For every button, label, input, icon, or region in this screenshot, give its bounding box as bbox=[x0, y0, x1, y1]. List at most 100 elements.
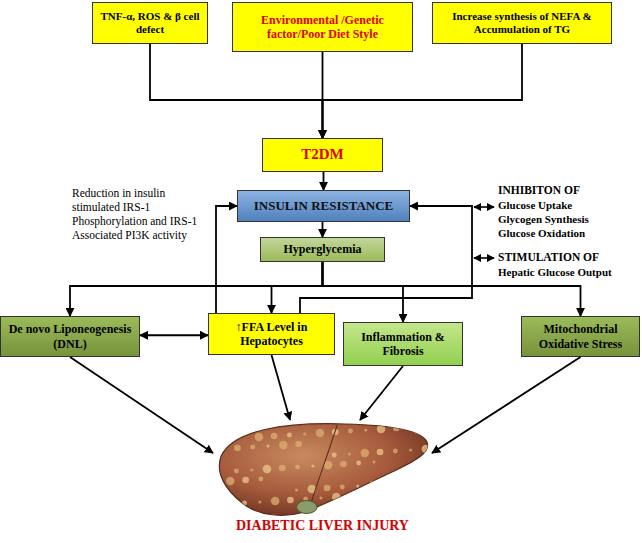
fat-droplet bbox=[409, 425, 414, 430]
fat-droplet bbox=[369, 481, 378, 489]
fat-droplet bbox=[348, 453, 351, 456]
cause-box: TNF-α, ROS & β cell defect bbox=[92, 2, 208, 44]
fat-droplet bbox=[287, 433, 292, 438]
fat-droplet bbox=[258, 477, 263, 482]
fat-droplet bbox=[393, 425, 400, 432]
fat-droplet bbox=[319, 497, 322, 500]
connector-arrow bbox=[323, 44, 523, 138]
connector-arrow bbox=[150, 44, 323, 138]
fat-droplet bbox=[222, 425, 225, 428]
fat-droplet bbox=[356, 461, 361, 466]
box-text: Hyperglycemia bbox=[284, 242, 362, 256]
fat-droplet bbox=[385, 505, 390, 510]
connector-arrow bbox=[322, 222, 324, 237]
fat-droplet bbox=[250, 445, 255, 450]
annotation-text: Reduction in insulin stimulated IRS-1 Ph… bbox=[72, 186, 206, 242]
fat-droplet bbox=[385, 481, 392, 488]
ligament-line bbox=[311, 425, 337, 504]
fat-droplet bbox=[271, 433, 278, 440]
fat-droplet bbox=[295, 465, 300, 470]
fat-droplet bbox=[279, 465, 286, 472]
fat-droplet bbox=[263, 465, 272, 473]
fat-droplet bbox=[377, 449, 384, 456]
box-text: T2DM bbox=[301, 146, 344, 164]
fat-droplet bbox=[377, 425, 386, 433]
fat-droplet bbox=[250, 469, 253, 472]
box-text: Increase synthesis of NEFA & Accumulatio… bbox=[438, 10, 606, 36]
liver-outline bbox=[219, 424, 427, 516]
mechanism-box: De novo Liponeogenesis (DNL) bbox=[0, 316, 140, 357]
fat-droplet bbox=[295, 441, 302, 448]
fat-droplet bbox=[401, 505, 404, 508]
fat-droplet bbox=[405, 469, 414, 477]
mechanism-box: Inflammation & Fibrosis bbox=[343, 322, 463, 366]
box-text: TNF-α, ROS & β cell defect bbox=[98, 10, 202, 36]
fat-droplet bbox=[226, 477, 235, 485]
box-text: ↑FFA Level in Hepatocytes bbox=[214, 320, 329, 348]
box-text: Environmental /Genetic factor/Poor Diet … bbox=[238, 13, 407, 41]
mechanism-box: ↑FFA Level in Hepatocytes bbox=[208, 313, 335, 355]
fat-droplet bbox=[316, 429, 325, 437]
fat-droplet bbox=[271, 497, 280, 505]
fat-droplet bbox=[356, 485, 359, 488]
box-text: De novo Liponeogenesis (DNL) bbox=[6, 322, 134, 350]
fat-droplets bbox=[222, 425, 431, 512]
fat-droplet bbox=[311, 465, 314, 468]
liver-drawing bbox=[213, 418, 432, 518]
fat-droplet bbox=[242, 501, 247, 506]
fat-droplet bbox=[340, 485, 345, 490]
fat-droplet bbox=[287, 497, 294, 504]
connector-arrow bbox=[360, 366, 403, 420]
liver-illustration: DIABETIC LIVER INJURY bbox=[213, 418, 432, 535]
double-arrow bbox=[474, 206, 494, 208]
annotation-heading: INHIBITON OF bbox=[498, 183, 638, 197]
fat-droplet bbox=[413, 501, 422, 509]
box-text: Inflammation & Fibrosis bbox=[349, 330, 457, 358]
fat-droplet bbox=[279, 441, 288, 449]
fat-droplet bbox=[266, 445, 269, 448]
figure-caption: DIABETIC LIVER INJURY bbox=[236, 518, 409, 535]
fat-droplet bbox=[401, 481, 406, 486]
fat-droplet bbox=[348, 429, 353, 434]
gallbladder bbox=[297, 501, 317, 514]
fat-droplet bbox=[234, 445, 241, 452]
double-arrow bbox=[474, 257, 494, 259]
fat-droplet bbox=[226, 501, 233, 508]
fat-droplet bbox=[242, 477, 249, 484]
fat-droplet bbox=[303, 433, 306, 436]
fat-droplet bbox=[422, 445, 431, 453]
fat-droplet bbox=[258, 501, 261, 504]
fat-droplet bbox=[332, 453, 337, 458]
connector-arrow bbox=[70, 262, 323, 316]
fat-droplet bbox=[393, 449, 398, 454]
fat-droplet bbox=[234, 469, 239, 474]
process-box: INSULIN RESISTANCE bbox=[237, 190, 410, 222]
fat-droplet bbox=[372, 461, 375, 464]
connector-arrow bbox=[432, 357, 581, 453]
connector-arrow bbox=[216, 206, 237, 313]
connector-arrow bbox=[272, 355, 291, 420]
cause-box: Environmental /Genetic factor/Poor Diet … bbox=[232, 2, 413, 52]
connector-arrow bbox=[140, 334, 208, 336]
fat-droplet bbox=[422, 469, 429, 476]
fat-droplet bbox=[364, 429, 367, 432]
fat-droplet bbox=[369, 505, 376, 512]
connector-arrow bbox=[272, 262, 323, 313]
fat-droplet bbox=[360, 449, 369, 457]
connector-arrow bbox=[323, 172, 325, 190]
annotation-text: Hepatic Glucose Output bbox=[498, 265, 638, 279]
annotation-text: Glycogen Synthesis bbox=[498, 212, 638, 226]
fat-droplet bbox=[324, 485, 331, 492]
connector-arrow bbox=[70, 357, 213, 453]
process-box: Hyperglycemia bbox=[260, 237, 385, 262]
fat-droplet bbox=[340, 461, 347, 468]
annotation-heading: STIMULATION OF bbox=[498, 250, 638, 264]
fat-droplet bbox=[295, 489, 298, 492]
fat-droplet bbox=[255, 433, 264, 441]
disease-box: T2DM bbox=[262, 138, 383, 172]
fat-droplet bbox=[332, 493, 341, 501]
mechanism-box: Mitochondrial Oxidative Stress bbox=[521, 316, 640, 357]
box-text: Mitochondrial Oxidative Stress bbox=[527, 322, 634, 350]
box-text: INSULIN RESISTANCE bbox=[254, 198, 394, 213]
